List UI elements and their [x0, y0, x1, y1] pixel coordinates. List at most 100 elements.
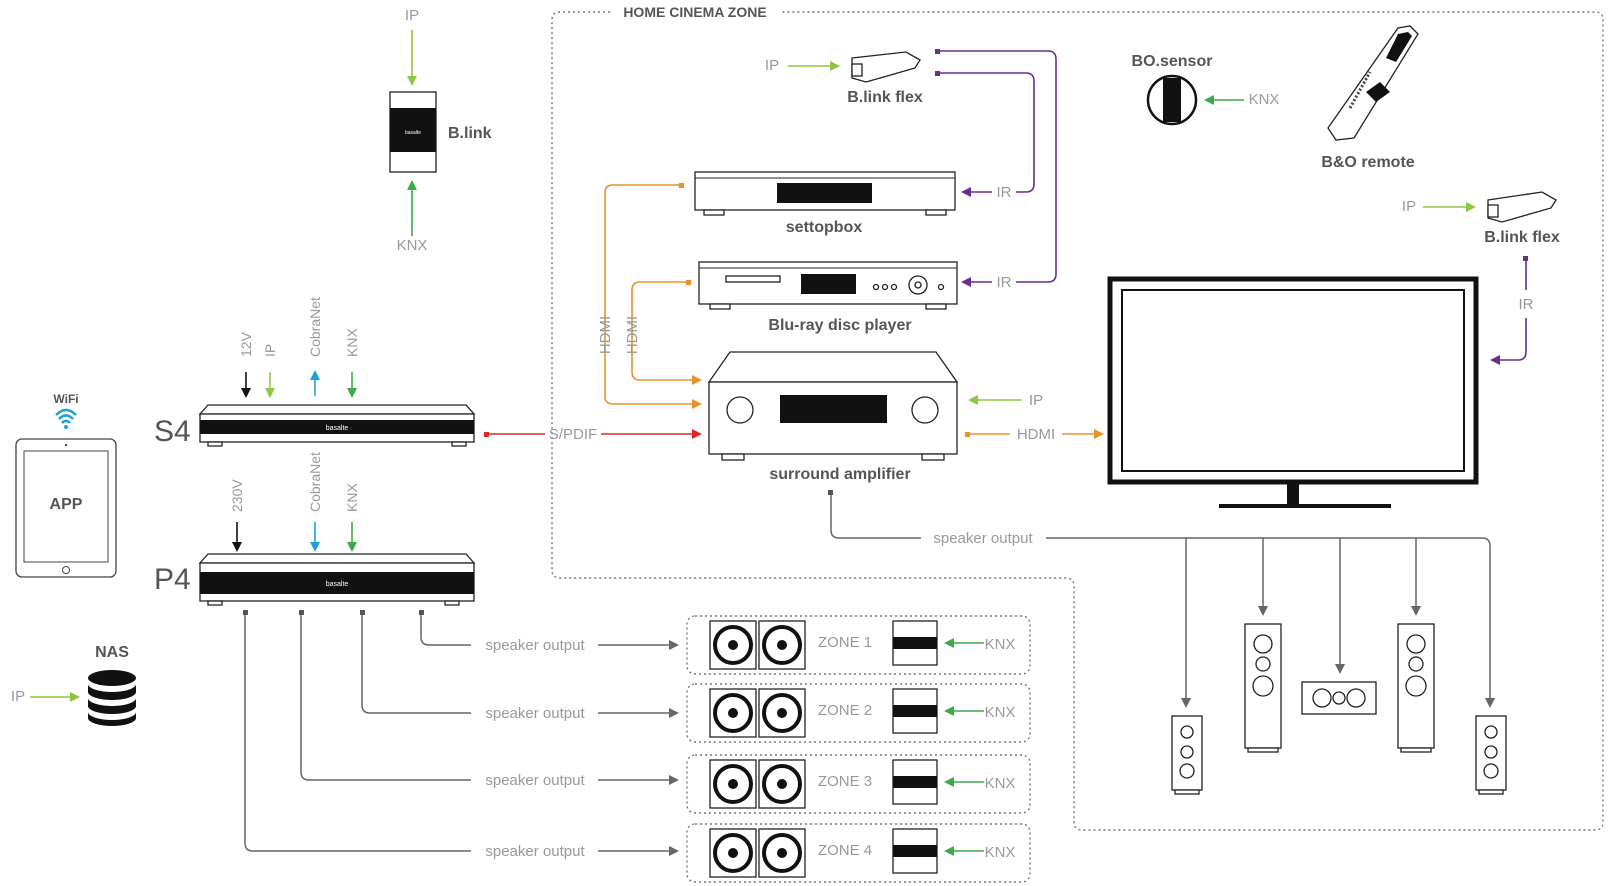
- p4-foot-l: [207, 600, 223, 606]
- zone-4-keypad-bar: [893, 845, 937, 857]
- s4-brand: basalte: [326, 425, 349, 432]
- speaker-sl-woofer: [1179, 763, 1195, 779]
- speaker-center: [1301, 681, 1377, 715]
- p4-device: 230V CobraNet KNX P4 basalte: [154, 452, 476, 615]
- bluray-btn-1: [872, 283, 880, 291]
- bo-sensor-center: [1163, 78, 1181, 122]
- blink-flex-2-body: [1487, 191, 1557, 223]
- zone-4-spk-a-center: [728, 848, 738, 858]
- bluray-btn-2: [881, 283, 889, 291]
- p4-line-zone1: [420, 615, 471, 646]
- amp-knob-left: [726, 396, 754, 424]
- zone-4-knx-label: KNX: [985, 844, 1016, 861]
- zone-2-keypad-bar: [893, 705, 937, 717]
- amp-knob-right: [911, 396, 939, 424]
- speaker-fl-woofer: [1252, 675, 1274, 697]
- zone-4-label: ZONE 4: [818, 842, 872, 859]
- hdmi-line-settopbox: [604, 184, 679, 405]
- speaker-surround-right: [1475, 715, 1507, 795]
- s4-spdif-port: [484, 432, 489, 437]
- settopbox-label: settopbox: [786, 219, 863, 236]
- bluray-hdmi-port: [686, 280, 691, 285]
- zone2-speaker-label: speaker output: [485, 705, 585, 722]
- tv-neck: [1287, 482, 1299, 504]
- database-icon: [88, 670, 136, 726]
- settopbox: settopbox: [679, 171, 956, 236]
- speaker-sr-tweeter: [1484, 725, 1498, 739]
- amp-hdmi-label: HDMI: [1017, 426, 1055, 443]
- zone-3-knx-label: KNX: [985, 775, 1016, 792]
- tablet-camera: [64, 443, 68, 447]
- zone-2-border: [686, 683, 1031, 743]
- s4-12v-label: 12V: [238, 331, 254, 357]
- p4-foot-r: [444, 600, 460, 606]
- bluray-display: [801, 274, 856, 294]
- blink-faceplate: [390, 108, 436, 152]
- zone-3-border: [686, 754, 1031, 814]
- zone-1-spk-b-center: [777, 640, 787, 650]
- speaker-fr-tweeter: [1406, 634, 1426, 654]
- television: [1107, 276, 1479, 508]
- zone-1-label: ZONE 1: [818, 634, 872, 651]
- ir-line-settopbox: [940, 72, 1035, 193]
- zone-1-keypad-bar: [893, 637, 937, 649]
- s4-top: [198, 404, 476, 415]
- blink-flex-1-body: [851, 51, 921, 83]
- bluray-dpad-center: [914, 281, 922, 289]
- blink-device: IP basalte B.link KNX: [389, 7, 492, 254]
- speaker-surround-left: [1171, 715, 1203, 795]
- s4-knx-label: KNX: [344, 328, 360, 357]
- ir-port-1: [935, 49, 940, 54]
- s4-faceplate: [200, 420, 474, 434]
- p4-out-port-1: [419, 610, 424, 615]
- speaker-front-right: [1397, 623, 1435, 753]
- zone-4-spk-b-center: [777, 848, 787, 858]
- blink-flex-2-ir-port: [1523, 256, 1528, 261]
- surround-amplifier: surround amplifier: [707, 351, 970, 495]
- speaker-fr-woofer: [1405, 675, 1427, 697]
- blink-flex-2-ir-label: IR: [1519, 296, 1534, 313]
- amp-foot-l: [721, 453, 745, 461]
- zone4-speaker-label: speaker output: [485, 843, 585, 860]
- zone-2-spk-b-center: [777, 708, 787, 718]
- s4-cobranet-label: CobraNet: [307, 297, 323, 357]
- zone-1-spk-a-center: [728, 640, 738, 650]
- zone-4: ZONE 4 KNX: [686, 823, 1031, 883]
- tv-stand: [1219, 504, 1391, 508]
- bluray-foot-r: [925, 303, 947, 310]
- s4-foot-l: [207, 441, 223, 447]
- blink-knx-label: KNX: [397, 237, 428, 254]
- p4-230v-label: 230V: [229, 479, 245, 512]
- bluray-player: Blu-ray disc player: [686, 261, 958, 334]
- p4-line-zone3: [300, 615, 471, 781]
- zone-3-keypad-bar: [893, 776, 937, 788]
- blink-flex-2: IP B.link flex IR: [1402, 191, 1560, 365]
- blink-flex-2-ip-label: IP: [1402, 198, 1416, 215]
- p4-cobranet-label: CobraNet: [307, 452, 323, 512]
- speaker-sr-mid: [1484, 745, 1498, 759]
- nas-device: NAS IP: [11, 644, 136, 726]
- settopbox-foot-r: [925, 209, 947, 216]
- tv-screen: [1121, 289, 1465, 472]
- zone3-speaker-label: speaker output: [485, 772, 585, 789]
- s4-label: S4: [154, 415, 191, 448]
- bo-remote-label: B&O remote: [1321, 154, 1414, 171]
- bo-sensor: BO.sensor KNX: [1132, 53, 1279, 126]
- bo-sensor-label: BO.sensor: [1132, 53, 1213, 70]
- speaker-sl-base: [1174, 789, 1200, 795]
- home-cinema-zone-border: [551, 11, 1604, 831]
- p4-brand: basalte: [326, 581, 349, 588]
- bo-remote-screen: [1386, 32, 1412, 62]
- zone-3-spk-a-center: [728, 779, 738, 789]
- p4-line-zone4: [244, 615, 471, 852]
- speaker-sl-tweeter: [1180, 725, 1194, 739]
- wifi-icon: [55, 408, 77, 429]
- bluray-disc-tray: [725, 275, 781, 283]
- zone-3: ZONE 3 KNX: [686, 754, 1031, 814]
- blink-label: B.link: [448, 125, 492, 142]
- ir-label-bluray: IR: [997, 274, 1012, 291]
- speaker-front-left: [1244, 623, 1282, 753]
- settopbox-display: [777, 183, 872, 203]
- zone-2-knx-label: KNX: [985, 704, 1016, 721]
